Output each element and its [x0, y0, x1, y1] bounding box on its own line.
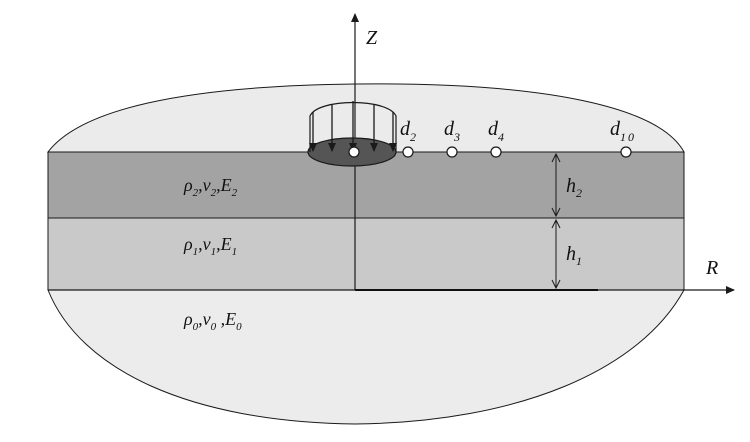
- half-space-region: [47, 289, 685, 425]
- half-space-properties: ρ0,ν0 ,E0: [183, 309, 242, 333]
- thickness-h2: h2: [551, 152, 582, 218]
- sensor-d3: [446, 146, 458, 158]
- sensor-center: [348, 146, 360, 158]
- r-axis-label: R: [705, 257, 718, 279]
- layer-1-properties: ρ1,ν1,E1: [183, 234, 237, 258]
- sensor-d10: [620, 146, 632, 158]
- z-axis-label: Z: [366, 27, 378, 49]
- sensor-label-d4: d4: [488, 118, 504, 144]
- sensor-label-d3: d3: [444, 118, 460, 144]
- h2-label: h2: [566, 175, 582, 200]
- layer-1-rect: [47, 217, 685, 291]
- h1-arrow-bottom: [551, 279, 561, 290]
- h1-arrow-top: [551, 218, 561, 229]
- sensor-d4: [490, 146, 502, 158]
- sensor-d2: [402, 146, 414, 158]
- layer-2-properties: ρ2,ν2,E2: [183, 175, 238, 199]
- h2-arrow-top: [551, 152, 561, 163]
- sensor-label-d10: d10: [610, 118, 636, 144]
- h2-arrow-bottom: [551, 207, 561, 218]
- thickness-h1: h1: [551, 218, 582, 290]
- h1-label: h1: [566, 243, 582, 268]
- load-arrows: [309, 101, 397, 152]
- sensor-label-d2: d2: [400, 118, 416, 144]
